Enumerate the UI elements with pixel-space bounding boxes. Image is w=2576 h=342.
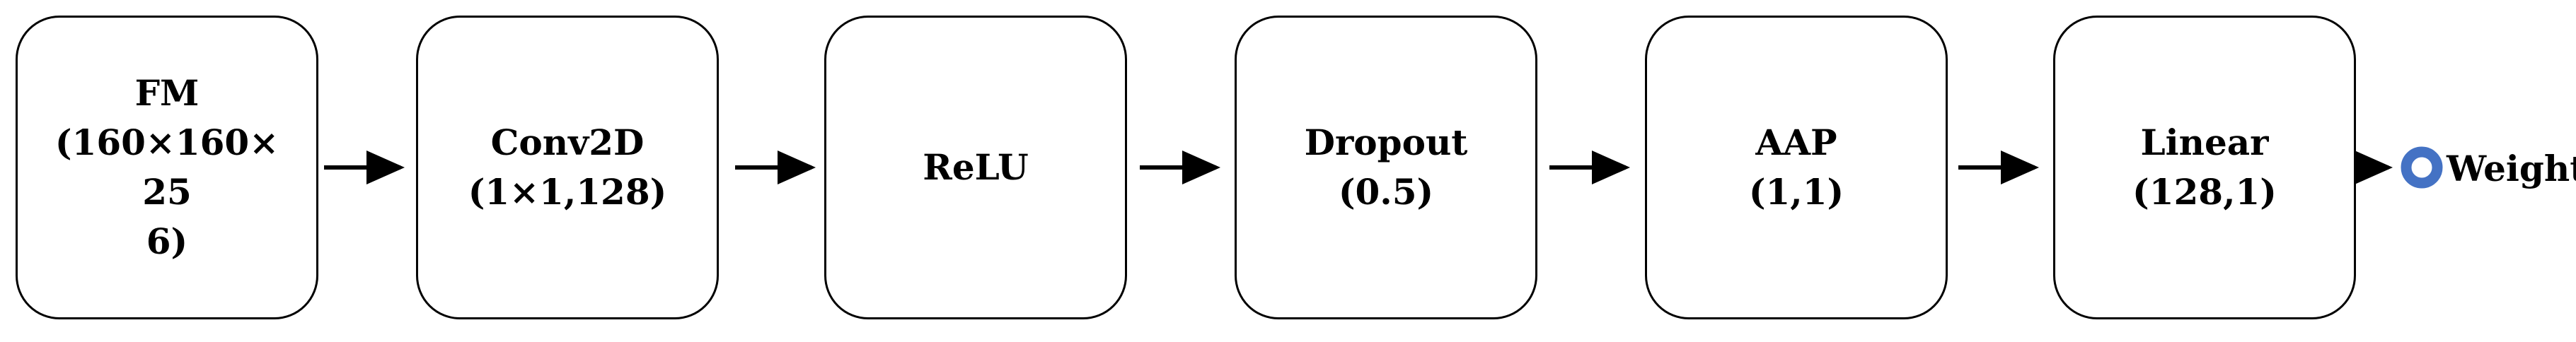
stage-fm-line-2: (160×160×25	[54, 122, 279, 213]
stage-aap-line-1: AAP	[1755, 122, 1837, 163]
stage-box-dropout: Dropout (0.5)	[1235, 16, 1537, 319]
stage-linear-line-2: (128,1)	[2132, 171, 2277, 213]
stage-box-conv2d: Conv2D (1×1,128)	[416, 16, 719, 319]
stage-linear-line-1: Linear	[2140, 122, 2269, 163]
output-label-weight: Weight	[2447, 148, 2576, 189]
stage-dropout-line-2: (0.5)	[1338, 171, 1434, 213]
stage-label-fm: FM (160×160×25 6)	[43, 69, 291, 266]
stage-conv2d-line-1: Conv2D	[490, 122, 645, 163]
stage-label-relu: ReLU	[923, 143, 1028, 192]
stage-aap-line-2: (1,1)	[1748, 171, 1844, 213]
stage-label-aap: AAP (1,1)	[1749, 118, 1844, 217]
stage-fm-line-1: FM	[134, 72, 200, 114]
stage-relu-line-1: ReLU	[923, 146, 1029, 188]
stage-conv2d-line-2: (1×1,128)	[468, 171, 667, 213]
stage-label-dropout: Dropout (0.5)	[1305, 118, 1468, 217]
stage-box-relu: ReLU	[824, 16, 1127, 319]
stage-box-aap: AAP (1,1)	[1645, 16, 1948, 319]
stage-label-linear: Linear (128,1)	[2132, 118, 2277, 217]
stage-box-linear: Linear (128,1)	[2053, 16, 2356, 319]
output-node-icon	[2401, 146, 2443, 189]
stage-label-conv2d: Conv2D (1×1,128)	[468, 118, 667, 217]
stage-fm-line-3: 6)	[146, 220, 188, 262]
stage-box-fm: FM (160×160×25 6)	[16, 16, 318, 319]
stage-dropout-line-1: Dropout	[1304, 122, 1468, 163]
